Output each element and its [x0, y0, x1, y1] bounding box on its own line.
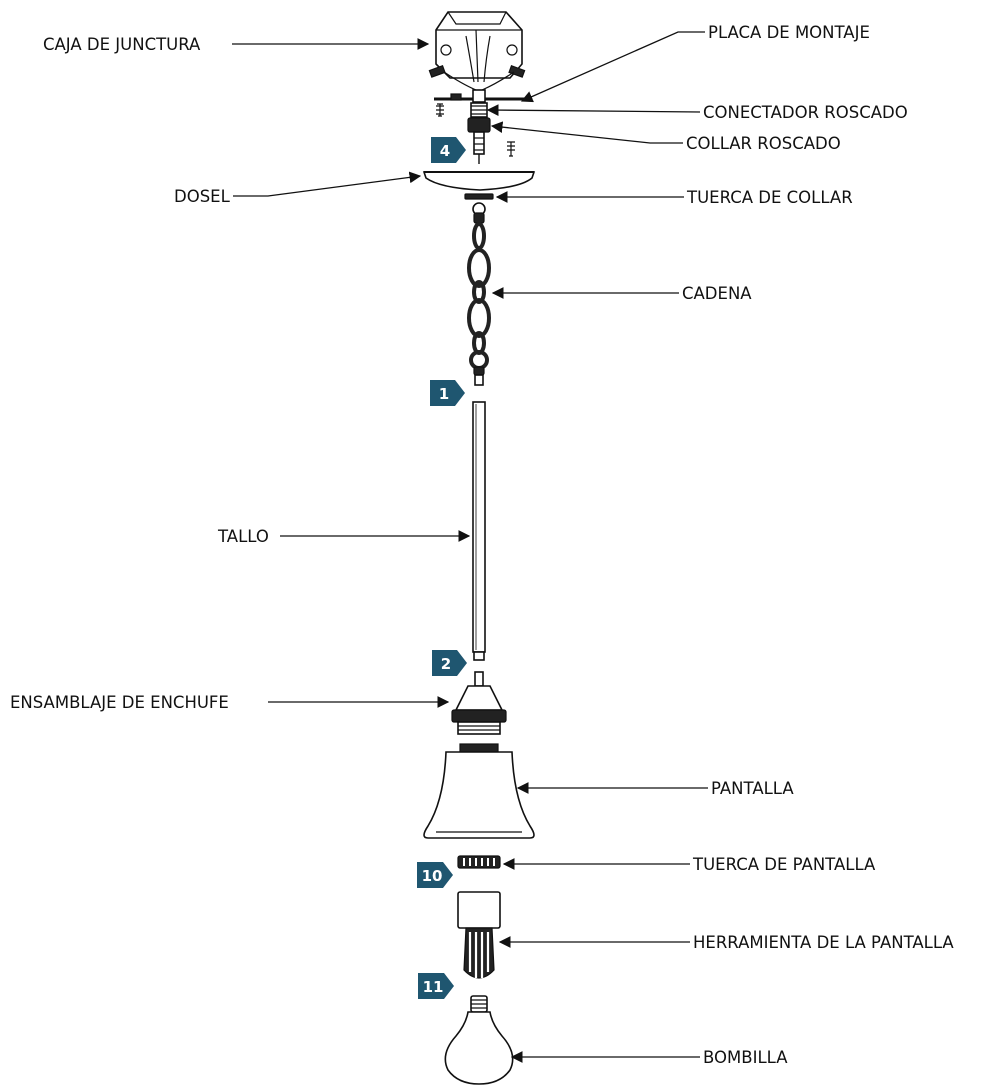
callout-threaded-collar: COLLAR ROSCADO	[490, 121, 841, 153]
label-canopy: DOSEL	[174, 187, 231, 206]
threaded-connector-part	[470, 102, 488, 118]
callout-shade-nut: TUERCA DE PANTALLA	[502, 855, 876, 874]
shade-part	[423, 743, 535, 839]
label-threaded-connector: CONECTADOR ROSCADO	[703, 103, 908, 122]
step-number: 2	[441, 655, 451, 673]
callout-mounting-plate: PLACA DE MONTAJE	[520, 23, 870, 103]
label-shade-nut: TUERCA DE PANTALLA	[692, 855, 876, 874]
label-shade-tool: HERRAMIENTA DE LA PANTALLA	[693, 933, 954, 952]
step-number: 4	[440, 142, 450, 160]
callout-shade-tool: HERRAMIENTA DE LA PANTALLA	[498, 933, 954, 952]
step-number: 11	[423, 978, 444, 996]
mounting-plate-part	[434, 89, 525, 117]
collar-nut-part	[464, 193, 494, 200]
junction-box-part	[428, 11, 526, 91]
callout-threaded-connector: CONECTADOR ROSCADO	[486, 103, 908, 122]
step-badge-11: 11	[418, 973, 454, 999]
stem-part	[472, 401, 486, 661]
chain-part	[467, 202, 491, 386]
step-badge-4: 4	[431, 137, 466, 163]
label-shade: PANTALLA	[711, 779, 794, 798]
step-badge-2: 2	[432, 650, 467, 676]
label-mounting-plate: PLACA DE MONTAJE	[708, 23, 870, 42]
step-number: 10	[422, 867, 443, 885]
bulb-part	[444, 995, 514, 1085]
socket-assembly-part	[451, 671, 507, 735]
step-badge-1: 1	[430, 380, 465, 406]
label-threaded-collar: COLLAR ROSCADO	[686, 134, 841, 153]
step-number: 1	[439, 385, 449, 403]
callout-shade: PANTALLA	[516, 779, 794, 798]
label-stem: TALLO	[217, 527, 269, 546]
label-collar-nut: TUERCA DE COLLAR	[686, 188, 853, 207]
label-bulb: BOMBILLA	[703, 1048, 788, 1067]
threaded-collar-part	[467, 117, 515, 164]
callout-junction-box: CAJA DE JUNCTURA	[43, 35, 430, 54]
callout-collar-nut: TUERCA DE COLLAR	[495, 188, 853, 207]
label-socket-assembly: ENSAMBLAJE DE ENCHUFE	[10, 693, 229, 712]
step-badge-10: 10	[417, 862, 453, 888]
callout-chain: CADENA	[491, 284, 752, 303]
label-chain: CADENA	[682, 284, 752, 303]
label-junction-box: CAJA DE JUNCTURA	[43, 35, 201, 54]
callout-canopy: DOSEL	[174, 171, 422, 206]
callout-socket-assembly: ENSAMBLAJE DE ENCHUFE	[10, 693, 450, 712]
shade-nut-part	[457, 855, 501, 869]
callout-stem: TALLO	[217, 527, 471, 546]
canopy-part	[422, 171, 536, 191]
shade-tool-part	[457, 891, 501, 979]
callout-bulb: BOMBILLA	[510, 1048, 788, 1067]
